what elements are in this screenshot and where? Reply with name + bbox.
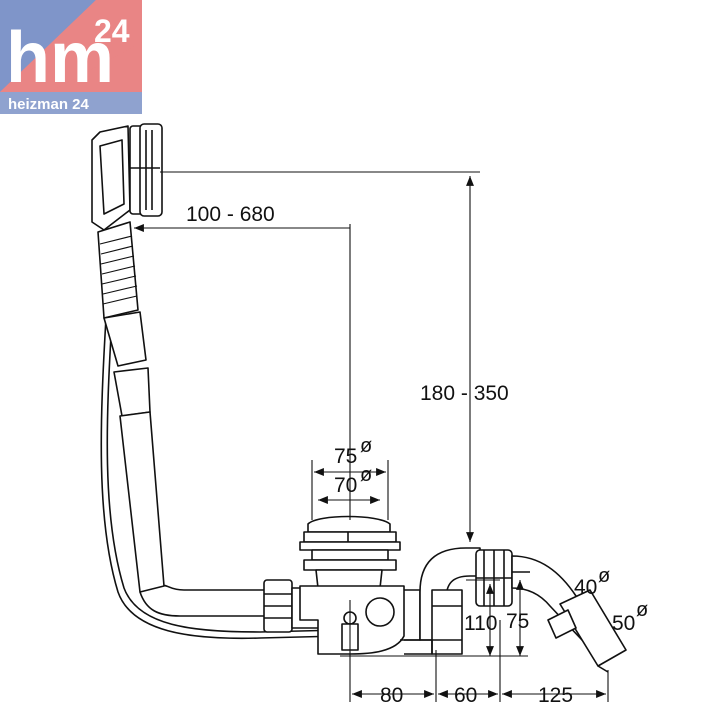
height-range-label: 180 - 350 [420,382,509,405]
overflow-pipe [103,311,267,617]
diameter-symbol: ø [598,565,610,587]
diameter-symbol: ø [360,435,372,457]
diameter-symbol: ø [360,464,372,486]
offset-3-label: 125 [538,684,573,707]
logo-number: 24 [94,13,130,49]
logo-banner [0,92,142,114]
inner-diameter-label: 70 [334,474,357,497]
offset-2-label: 60 [454,684,477,707]
trap-bend [400,547,481,655]
outlet-pipe [547,589,627,673]
outer-diameter-label: 75 [334,445,357,468]
outlet-diameter-label: 50 [612,612,635,635]
trap-height-label: 110 [464,612,497,635]
bowden-cable [100,317,341,640]
outlet-nut [475,549,513,607]
trap-body [299,585,421,655]
overflow-head [91,123,163,231]
dimension-lines [134,171,609,702]
offset-1-label: 80 [380,684,403,707]
dimension-labels: 100 - 680 180 - 350 75 ø 70 ø 40 ø 50 ø … [186,203,648,707]
pipework [91,123,627,673]
horizontal-range-label: 100 - 680 [186,203,275,226]
strainer-plug [299,515,401,589]
outlet-height-label: 75 [506,610,529,633]
bend-diameter-label: 40 [574,576,597,599]
diameter-symbol: ø [636,599,648,621]
heizman24-logo: hm 24 heizman 24 [0,0,142,114]
logo-wordmark: heizman 24 [8,96,90,113]
overflow-corrugated-hose [97,221,139,319]
logo-mark: hm [6,18,114,98]
